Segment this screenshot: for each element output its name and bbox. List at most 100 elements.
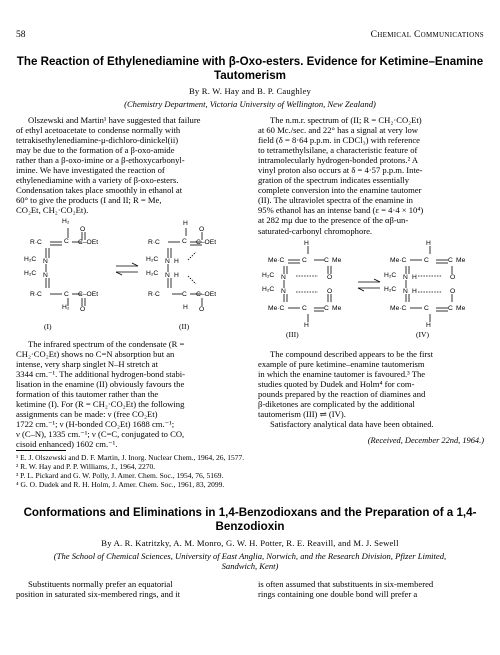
- atom-h2c: H₂C: [146, 256, 159, 263]
- article2-right-start: is often assumed that substituents in si…: [258, 579, 484, 599]
- atom-o: O: [450, 288, 456, 295]
- ir-line: 1722 cm.⁻¹; ν (H-bonded CO₂Et) 1688 cm.⁻…: [16, 419, 175, 430]
- atom-c: C: [182, 291, 187, 298]
- atom-rc: R·C: [148, 291, 160, 298]
- article1-affiliation: (Chemistry Department, Victoria Universi…: [124, 99, 376, 109]
- footnote-2: ² R. W. Hay and P. P. Williams, J., 1964…: [16, 461, 156, 471]
- atom-h: H: [304, 240, 309, 247]
- intro-line: ethylenediamine with a variety of β-oxo-…: [16, 175, 179, 186]
- ir-line: lisation in the enamine (II) obviously f…: [16, 379, 185, 390]
- atom-h2c: H₂C: [262, 286, 275, 293]
- nmr-line: field (δ = 8·64 p.p.m. in CDCl₃) with re…: [258, 135, 421, 146]
- atom-c: C: [424, 257, 429, 264]
- atom-h: H: [304, 322, 309, 329]
- atom-mec: Me·C: [390, 257, 407, 264]
- nmr-line: gration of the spectrum indicates essent…: [258, 175, 410, 186]
- atom-o: O: [327, 274, 333, 281]
- a2-left-line: position in saturated six-membered rings…: [16, 589, 180, 600]
- atom-o: O: [199, 226, 205, 233]
- conclusion-line: Satisfactory analytical data have been o…: [270, 419, 434, 430]
- conclusion-line: example of pure ketimine–enamine tautome…: [258, 359, 425, 370]
- atom-c: C: [182, 238, 187, 245]
- atom-c: C: [324, 257, 329, 264]
- nmr-line: 95% ethanol has an intense band (ε = 4·4…: [258, 205, 424, 216]
- structures-III-IV: H Me·C C C Me N O H₂C H₂C N O Me·C C C M…: [258, 240, 484, 342]
- nmr-line: The n.m.r. spectrum of (II; R = CH₂·CO₂E…: [270, 115, 422, 125]
- footnote-rule: [16, 450, 66, 451]
- article1-left-ir: The infrared spectrum of the condensate …: [16, 339, 242, 450]
- ir-line: ν (C–N), 1335 cm.⁻¹; ν (C=C, conjugated …: [16, 429, 185, 440]
- footnotes: ¹ E. J. Olszewski and D. F. Martin, J. I…: [16, 453, 484, 490]
- atom-h2: H₂: [62, 304, 70, 311]
- ir-line: intense, very sharp singlet N–H stretch …: [16, 359, 158, 370]
- conclusion-line: pounds prepared by the reaction of diami…: [258, 389, 426, 400]
- ir-line: CH₂·CO₂Et) shows no C=N absorption but a…: [16, 349, 175, 360]
- intro-line: 60° to give the products (I and II; R = …: [16, 195, 162, 206]
- atom-me: Me: [332, 257, 342, 264]
- conclusion-line: in which the enamine tautomer is favoure…: [258, 369, 426, 380]
- conclusion-line: β-diketones are complicated by the addit…: [258, 399, 415, 410]
- intro-line: Olszewski and Martin¹ have suggested tha…: [28, 115, 201, 125]
- received-date: (Received, December 22nd, 1964.): [367, 436, 484, 445]
- atom-c: C: [424, 305, 429, 312]
- atom-c: C: [64, 238, 69, 245]
- atom-h2: H₂: [62, 218, 70, 225]
- atom-h: H: [426, 240, 431, 247]
- page-number: 58: [16, 30, 26, 40]
- atom-h2c: H₂C: [24, 256, 37, 263]
- atom-n: N: [165, 258, 170, 265]
- article2-affiliation: (The School of Chemical Sciences, Univer…: [53, 551, 447, 571]
- conclusion-line: tautomerism (III) ⇌ (IV).: [258, 409, 346, 420]
- intro-line: of ethyl acetoacetate to condense normal…: [16, 125, 181, 136]
- nmr-line: saturated-carbonyl chromophore.: [258, 225, 373, 236]
- atom-h: H: [426, 322, 431, 329]
- label-II: (II): [179, 322, 190, 331]
- atom-n: N: [403, 274, 408, 281]
- ir-line: 3344 cm.⁻¹. The additional hydrogen-bond…: [16, 369, 186, 380]
- ir-line: ketimine (I). For (R = CH₂·CO₂Et) the fo…: [16, 399, 185, 410]
- ir-line: assignments can be made: ν (free CO₂Et): [16, 409, 158, 420]
- footnote-4: ⁴ G. O. Dudek and R. H. Holm, J. Amer. C…: [16, 479, 225, 489]
- atom-n: N: [43, 258, 48, 265]
- atom-me: Me: [332, 305, 342, 312]
- article1-title: The Reaction of Ethylenediamine with β-O…: [16, 55, 484, 82]
- article2-authors: By A. R. Katritzky, A. M. Monro, G. W. H…: [101, 538, 399, 548]
- nmr-line: vinyl proton also occurs at δ = 4·57 p.p…: [258, 165, 423, 176]
- atom-n: N: [43, 272, 48, 279]
- journal-name: Chemical Communications: [370, 30, 484, 40]
- conclusion-line: studies quoted by Dudek and Holm⁴ for co…: [258, 379, 415, 390]
- atom-n: N: [403, 288, 408, 295]
- article2-title: Conformations and Eliminations in 1,4-Be…: [23, 506, 477, 533]
- nmr-line: at 60 Mc./sec. and 22° has a signal at v…: [258, 125, 418, 136]
- atom-h2c: H₂C: [384, 286, 397, 293]
- article1-right-nmr: The n.m.r. spectrum of (II; R = CH₂·CO₂E…: [258, 115, 484, 236]
- label-III: (III): [286, 330, 299, 339]
- atom-mec: Me·C: [268, 305, 285, 312]
- atom-h: H: [183, 220, 188, 227]
- atom-h2c: H₂C: [384, 272, 397, 279]
- atom-c: C: [448, 257, 453, 264]
- label-I: (I): [44, 322, 52, 331]
- atom-h2c: H₂C: [24, 270, 37, 277]
- atom-c: C: [324, 305, 329, 312]
- atom-o: O: [80, 226, 86, 233]
- atom-coet: C–OEt: [196, 239, 217, 246]
- atom-rc: R·C: [30, 291, 42, 298]
- intro-line: imine. We have investigated the reaction…: [16, 165, 165, 176]
- atom-h2c: H₂C: [146, 270, 159, 277]
- ir-line: cisoid enhanced) 1602 cm.⁻¹.: [16, 439, 118, 450]
- article1-left-intro: Olszewski and Martin¹ have suggested tha…: [16, 115, 242, 215]
- atom-h: H: [412, 288, 417, 295]
- atom-coet: C–OEt: [196, 291, 217, 298]
- ir-line: The infrared spectrum of the condensate …: [28, 339, 185, 349]
- atom-c: C: [302, 305, 307, 312]
- atom-n: N: [281, 274, 286, 281]
- atom-o: O: [80, 306, 86, 313]
- atom-coet: C–OEt: [78, 291, 99, 298]
- label-IV: (IV): [416, 330, 430, 339]
- nmr-line: intramolecularly hydrogen-bonded protons…: [258, 155, 419, 166]
- atom-o: O: [450, 274, 456, 281]
- running-head: 58 Chemical Communications: [16, 30, 484, 42]
- nmr-line: to tetramethylsilane, a characteristic f…: [258, 145, 418, 156]
